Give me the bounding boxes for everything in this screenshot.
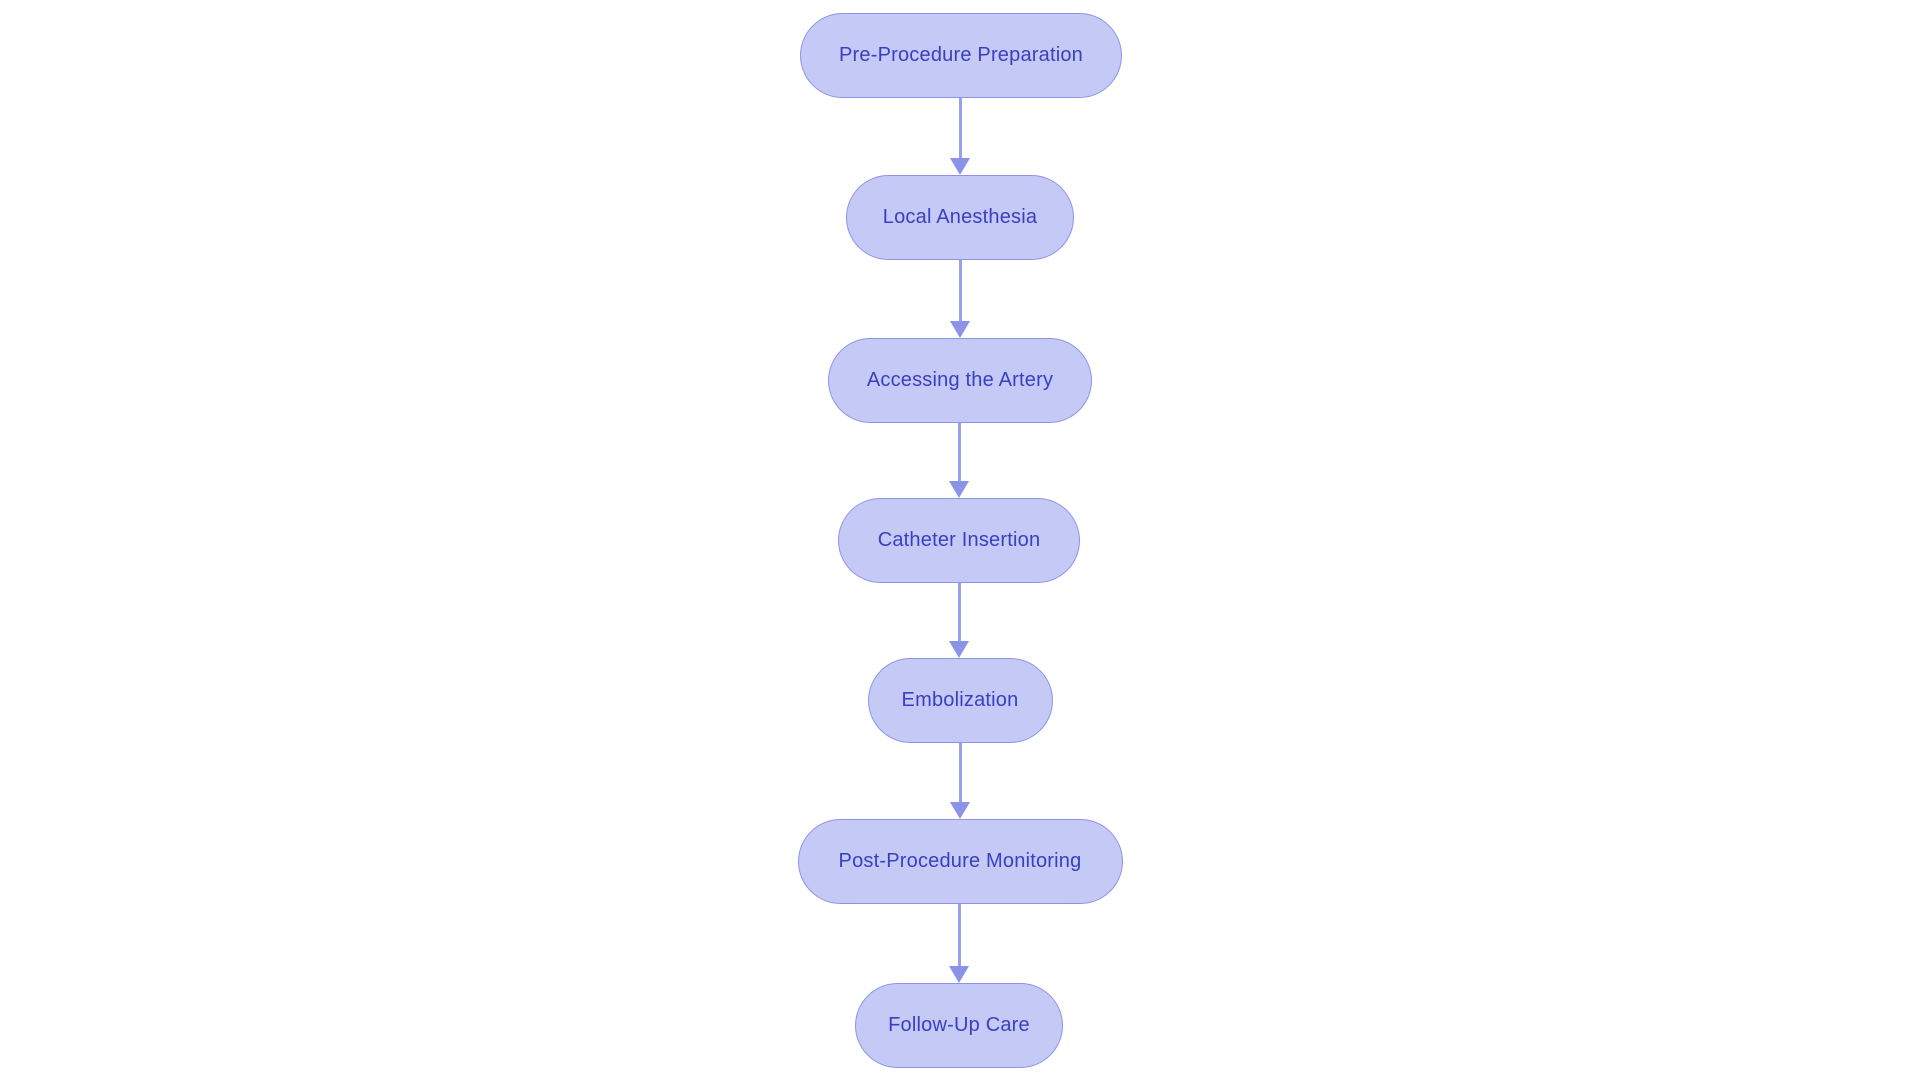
flow-node-accessing-the-artery: Accessing the Artery xyxy=(828,337,1092,423)
flow-arrow-line xyxy=(959,97,962,160)
flow-arrowhead-icon xyxy=(949,965,969,983)
flow-node-follow-up-care: Follow-Up Care xyxy=(855,982,1063,1068)
flow-node-catheter-insertion: Catheter Insertion xyxy=(838,497,1080,583)
flow-arrow-line xyxy=(958,582,961,643)
flow-node-local-anesthesia: Local Anesthesia xyxy=(846,174,1074,260)
flow-arrow-line xyxy=(958,422,961,483)
flow-node-label: Embolization xyxy=(901,688,1019,711)
flow-node-label: Pre-Procedure Preparation xyxy=(838,43,1083,66)
flow-arrowhead-icon xyxy=(949,640,969,658)
flow-node-label: Accessing the Artery xyxy=(866,368,1054,391)
flow-arrowhead-icon xyxy=(949,320,970,338)
flow-node-embolization: Embolization xyxy=(867,657,1053,743)
flow-arrow-line xyxy=(958,259,962,323)
flow-arrowhead-icon xyxy=(950,157,970,175)
flow-arrowhead-icon xyxy=(949,480,969,498)
flow-arrow-line xyxy=(958,742,962,804)
flow-node-label: Follow-Up Care xyxy=(888,1013,1030,1036)
flow-node-post-procedure-monitoring: Post-Procedure Monitoring xyxy=(797,818,1123,904)
flow-node-pre-procedure-preparation: Pre-Procedure Preparation xyxy=(800,12,1122,98)
flow-arrow-line xyxy=(958,903,961,968)
flow-node-label: Catheter Insertion xyxy=(877,528,1041,551)
flow-arrowhead-icon xyxy=(949,801,970,819)
flow-node-label: Local Anesthesia xyxy=(882,205,1038,228)
flow-node-label: Post-Procedure Monitoring xyxy=(838,849,1082,872)
